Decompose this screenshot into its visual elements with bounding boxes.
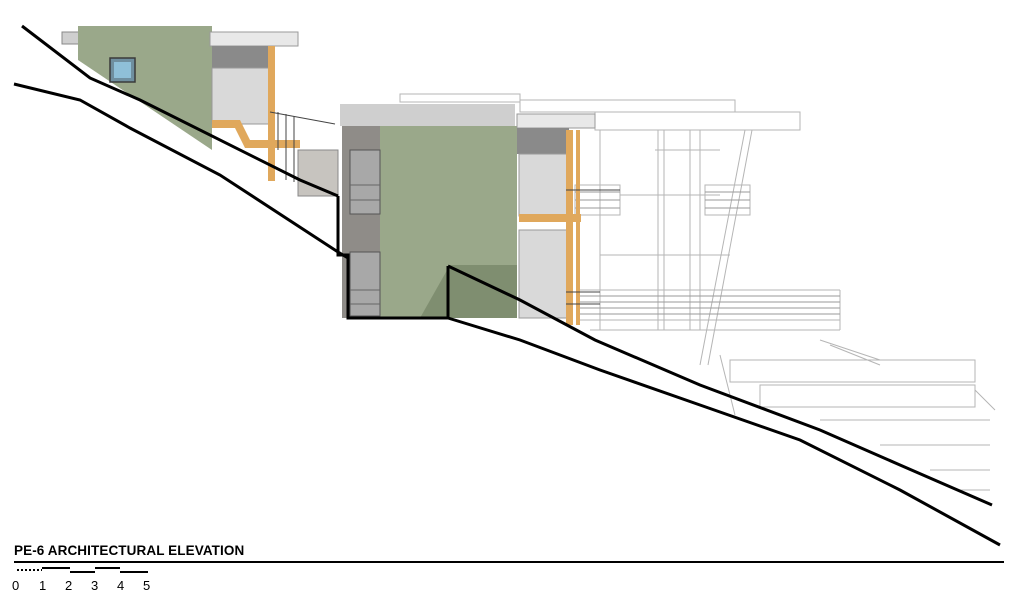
- ground-line-upper-lower: [447, 264, 993, 507]
- drawing-title: PE-6 ARCHITECTURAL ELEVATION: [14, 543, 245, 558]
- right-center-volume: [516, 113, 620, 325]
- tower-outline: [336, 196, 450, 320]
- mid-wood-post: [566, 130, 573, 325]
- upper-volume: [61, 26, 339, 197]
- background-building-linework: [399, 93, 996, 491]
- ground-line-upper: [21, 24, 339, 198]
- scale-tick-4: 4: [117, 578, 125, 593]
- tower-slot-window-lower: [349, 251, 381, 317]
- scale-tick-2: 2: [65, 578, 73, 593]
- scale-bar: [17, 567, 148, 573]
- background-railings: [575, 191, 840, 315]
- tower-slot-window-upper: [349, 149, 381, 215]
- scale-tick-3: 3: [91, 578, 99, 593]
- ground-line-lower: [13, 82, 349, 260]
- mid-floor-beam: [519, 214, 581, 222]
- upper-stair-railing: [269, 111, 336, 182]
- mid-railings: [566, 189, 620, 305]
- scale-tick-0: 0: [12, 578, 20, 593]
- scale-tick-5: 5: [143, 578, 151, 593]
- mid-roof-overhang: [516, 113, 596, 129]
- scale-tick-1: 1: [39, 578, 47, 593]
- ground-line-lower-right: [447, 316, 1001, 547]
- upper-roof-overhang: [209, 31, 299, 47]
- upper-wood-post: [268, 46, 275, 181]
